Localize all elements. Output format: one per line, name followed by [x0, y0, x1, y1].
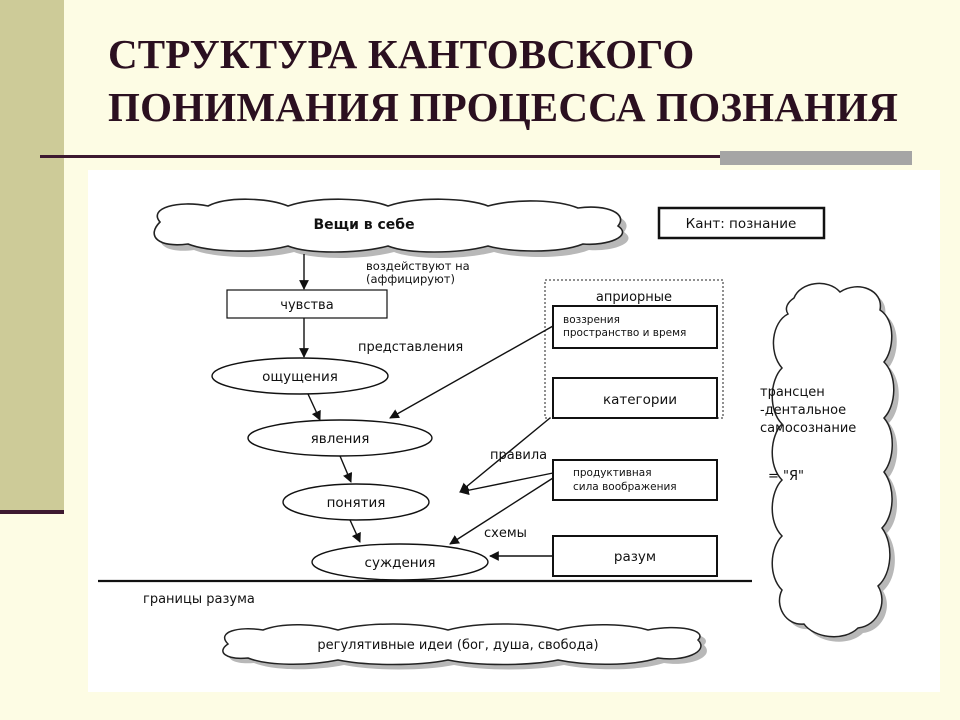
- arrow-categories-concepts: [459, 417, 551, 493]
- slide-title-line-1: СТРУКТУРА КАНТОВСКОГО: [108, 31, 695, 77]
- senses-label: чувства: [280, 298, 333, 313]
- regulative-ideas-cloud: регулятивные идеи (бог, душа, свобода): [222, 623, 707, 670]
- transcendental-cloud: трансцен -дентальное самосознание = "Я": [760, 282, 899, 642]
- things-in-themselves-cloud: Вещи в себе: [153, 198, 629, 258]
- left-accent-bar: [0, 0, 64, 512]
- reason-label: разум: [614, 549, 656, 565]
- categories-box: категории: [552, 377, 718, 419]
- sensations-node: ощущения: [211, 357, 389, 395]
- judgments-label: суждения: [365, 555, 436, 571]
- phenomena-label: явления: [311, 431, 370, 447]
- imagination-label-line-2: сила воображения: [573, 481, 677, 493]
- apriori-label: априорные: [596, 290, 672, 305]
- concepts-node: понятия: [282, 483, 430, 521]
- legend-box: Кант: познание: [657, 206, 826, 240]
- arrow-intuitions-phenomena: [389, 325, 554, 419]
- title-divider: [40, 155, 912, 158]
- legend-label: Кант: познание: [686, 216, 797, 232]
- left-accent-rule: [0, 510, 64, 514]
- arrow-imagination-concepts: [459, 472, 554, 496]
- imagination-label-line-1: продуктивная: [573, 467, 652, 479]
- intuitions-label-line-1: воззрения: [563, 314, 620, 326]
- transcendental-label-line-2: -дентальное: [760, 403, 846, 418]
- schemes-label: схемы: [484, 526, 527, 541]
- arrow-sensations-phenomena: [307, 393, 321, 421]
- intuitions-label-line-2: пространство и время: [563, 327, 686, 339]
- affect-label-line-2: (аффицируют): [366, 272, 455, 286]
- arrow-imagination-judgments: [449, 477, 554, 545]
- sensations-label: ощущения: [262, 369, 338, 385]
- imagination-box: продуктивная сила воображения: [552, 459, 718, 501]
- representations-label: представления: [358, 340, 463, 355]
- intuitions-box: воззрения пространство и время: [552, 305, 718, 349]
- rules-label: правила: [490, 448, 547, 463]
- ego-label: = "Я": [768, 469, 804, 484]
- arrow-concepts-judgments: [349, 519, 361, 543]
- reason-box: разум: [552, 535, 718, 577]
- concepts-label: понятия: [327, 495, 386, 511]
- affect-label-line-1: воздействуют на: [366, 259, 470, 273]
- things-in-themselves-label: Вещи в себе: [313, 217, 414, 233]
- judgments-node: суждения: [311, 543, 489, 581]
- limits-label: границы разума: [143, 592, 255, 607]
- slide-title-line-2: ПОНИМАНИЯ ПРОЦЕССА ПОЗНАНИЯ: [108, 84, 899, 130]
- slide-title: СТРУКТУРА КАНТОВСКОГО ПОНИМАНИЯ ПРОЦЕССА…: [108, 28, 928, 134]
- kant-cognition-diagram: Вещи в себе Кант: познание воздействуют …: [98, 198, 899, 670]
- senses-box: чувства: [226, 289, 388, 319]
- transcendental-label-line-3: самосознание: [760, 421, 856, 436]
- transcendental-label-line-1: трансцен: [760, 385, 825, 400]
- regulative-ideas-label: регулятивные идеи (бог, душа, свобода): [317, 638, 598, 653]
- title-divider-accent: [720, 151, 912, 165]
- diagram-panel: Вещи в себе Кант: познание воздействуют …: [88, 170, 940, 692]
- phenomena-node: явления: [247, 419, 433, 457]
- apriori-group: априорные воззрения пространство и время…: [544, 279, 724, 419]
- arrow-phenomena-concepts: [339, 455, 353, 483]
- categories-label: категории: [603, 392, 677, 408]
